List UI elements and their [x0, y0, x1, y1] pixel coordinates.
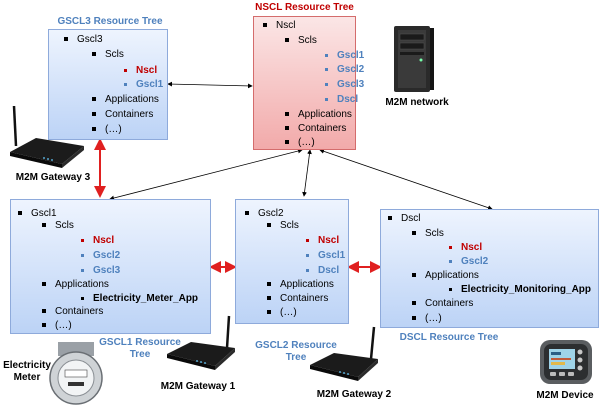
- tree-more: (…): [412, 313, 442, 324]
- gscl1-resource-tree: Gscl1 Scls Nscl Gscl2 Gscl3 Applications…: [10, 199, 211, 334]
- scl-child: Gscl1: [305, 250, 346, 261]
- link-nscl-gscl1: [109, 148, 303, 201]
- gscl3-tree-caption: GSCL3 Resource Tree: [57, 16, 163, 27]
- router-icon: [10, 105, 84, 168]
- tree-more: (…): [92, 124, 122, 135]
- gscl1-tree-caption: GSCL1 Resource Tree: [99, 337, 181, 360]
- tree-root: Gscl2: [245, 208, 284, 219]
- tree-more: (…): [267, 307, 297, 318]
- tree-scls: Scls: [42, 220, 74, 231]
- gateway3-label: M2M Gateway 3: [15, 172, 91, 183]
- m2m-network-label: M2M network: [385, 97, 449, 108]
- app-child: Electricity_Monitoring_App: [448, 284, 592, 295]
- link-gscl3-nscl: [167, 81, 253, 89]
- device-display-icon: [540, 340, 592, 384]
- nscl-resource-tree: Nscl Scls Gscl1 Gscl2 Gscl3 Dscl Applica…: [253, 16, 364, 150]
- tree-more: (…): [285, 137, 315, 148]
- link-nscl-gscl2: [302, 149, 312, 197]
- link-nscl-dscl: [319, 149, 493, 210]
- scl-child: Gscl1: [324, 50, 365, 61]
- nscl-tree-caption: NSCL Resource Tree: [255, 2, 354, 13]
- tree-more: (…): [42, 320, 72, 331]
- tree-root: Nscl: [262, 20, 296, 31]
- tree-applications: Applications: [285, 109, 352, 120]
- tree-scls: Scls: [267, 220, 299, 231]
- dscl-tree-caption: DSCL Resource Tree: [399, 332, 499, 343]
- scl-child: Gscl2: [80, 250, 121, 261]
- tree-scls: Scls: [412, 228, 444, 239]
- tree-applications: Applications: [42, 279, 109, 290]
- gscl3-resource-tree: Gscl3 Scls Nscl Gscl1 Applications Conta…: [48, 29, 168, 140]
- tree-applications: Applications: [412, 270, 479, 281]
- tree-root: Dscl: [387, 213, 421, 224]
- router-icon: [167, 315, 235, 370]
- tree-scls: Scls: [285, 35, 317, 46]
- tree-containers: Containers: [411, 298, 474, 309]
- scl-child: Gscl3: [80, 265, 121, 276]
- scl-child: Nscl: [305, 235, 340, 246]
- tree-containers: Containers: [91, 109, 154, 120]
- tree-containers: Containers: [41, 306, 104, 317]
- gscl2-tree-caption: GSCL2 Resource Tree: [255, 340, 337, 363]
- dscl-resource-tree: Dscl Scls Nscl Gscl2 Applications Electr…: [380, 209, 599, 328]
- electricity-meter-icon: [49, 342, 103, 405]
- scl-child: Dscl: [305, 265, 340, 276]
- scl-child: Gscl3: [324, 79, 365, 90]
- tree-root: Gscl3: [64, 34, 103, 45]
- scl-child: Dscl: [324, 94, 359, 105]
- tree-scls: Scls: [92, 49, 124, 60]
- scl-child: Gscl2: [324, 64, 365, 75]
- m2m-device-label: M2M Device: [536, 390, 594, 401]
- scl-child: Nscl: [448, 242, 483, 253]
- meter-label: Electricity Meter: [3, 360, 51, 383]
- server-icon: [394, 26, 434, 92]
- tree-containers: Containers: [284, 123, 347, 134]
- tree-applications: Applications: [267, 279, 334, 290]
- scl-child: Gscl1: [123, 79, 164, 90]
- app-child: Electricity_Meter_App: [80, 293, 199, 304]
- gateway1-label: M2M Gateway 1: [160, 381, 236, 392]
- scl-child: Nscl: [80, 235, 115, 246]
- gscl2-resource-tree: Gscl2 Scls Nscl Gscl1 Dscl Applications …: [235, 199, 349, 324]
- scl-child: Nscl: [123, 65, 158, 76]
- tree-root: Gscl1: [18, 208, 57, 219]
- gateway2-label: M2M Gateway 2: [316, 389, 392, 400]
- tree-applications: Applications: [92, 94, 159, 105]
- scl-child: Gscl2: [448, 256, 489, 267]
- tree-containers: Containers: [266, 293, 329, 304]
- router-icon: [310, 326, 378, 381]
